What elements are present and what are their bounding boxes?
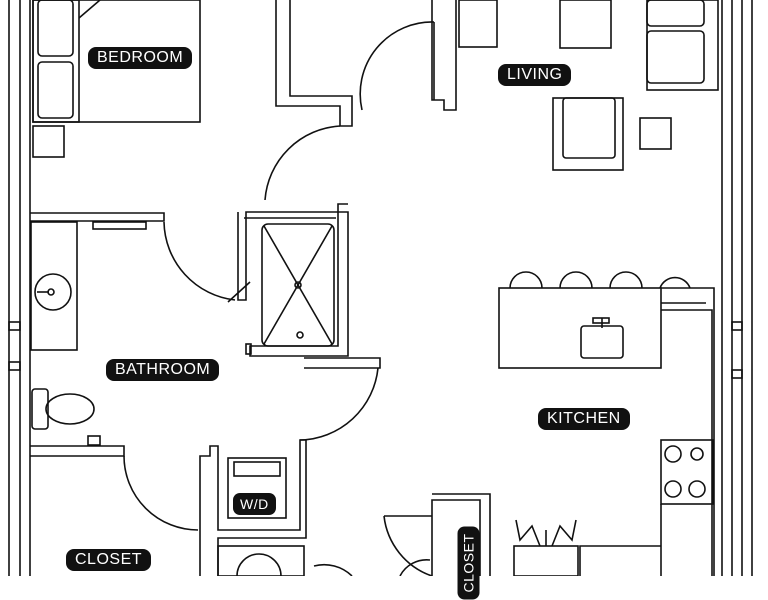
exterior-wall-right bbox=[721, 0, 753, 576]
label-closet-right: CLOSET bbox=[457, 526, 480, 600]
label-bathroom: BATHROOM bbox=[106, 359, 220, 381]
closet-left-door bbox=[123, 455, 199, 531]
label-laundry: W/D bbox=[233, 493, 276, 515]
kitchen-island bbox=[498, 271, 691, 369]
label-living: LIVING bbox=[498, 64, 572, 86]
bed bbox=[32, 0, 201, 158]
living-furniture bbox=[458, 0, 719, 171]
hall-door bbox=[299, 367, 379, 441]
toilet bbox=[31, 388, 95, 430]
bathroom-walls bbox=[30, 212, 165, 457]
label-kitchen: KITCHEN bbox=[538, 408, 630, 430]
exterior-wall-left bbox=[8, 0, 31, 576]
bathroom-sink bbox=[34, 273, 72, 311]
laundry-walls bbox=[199, 439, 307, 576]
label-bedroom: BEDROOM bbox=[88, 47, 193, 69]
bedroom-door bbox=[264, 125, 341, 201]
floor-plan bbox=[8, 0, 753, 576]
hall-wall bbox=[304, 357, 381, 369]
closet-right-walls bbox=[313, 493, 491, 576]
kitchen-counter bbox=[579, 287, 715, 576]
shower bbox=[237, 203, 349, 357]
label-closet-left: CLOSET bbox=[66, 549, 152, 571]
wall-block-top bbox=[275, 0, 457, 127]
pantry-doors bbox=[513, 519, 579, 576]
bathroom-door bbox=[163, 221, 236, 301]
